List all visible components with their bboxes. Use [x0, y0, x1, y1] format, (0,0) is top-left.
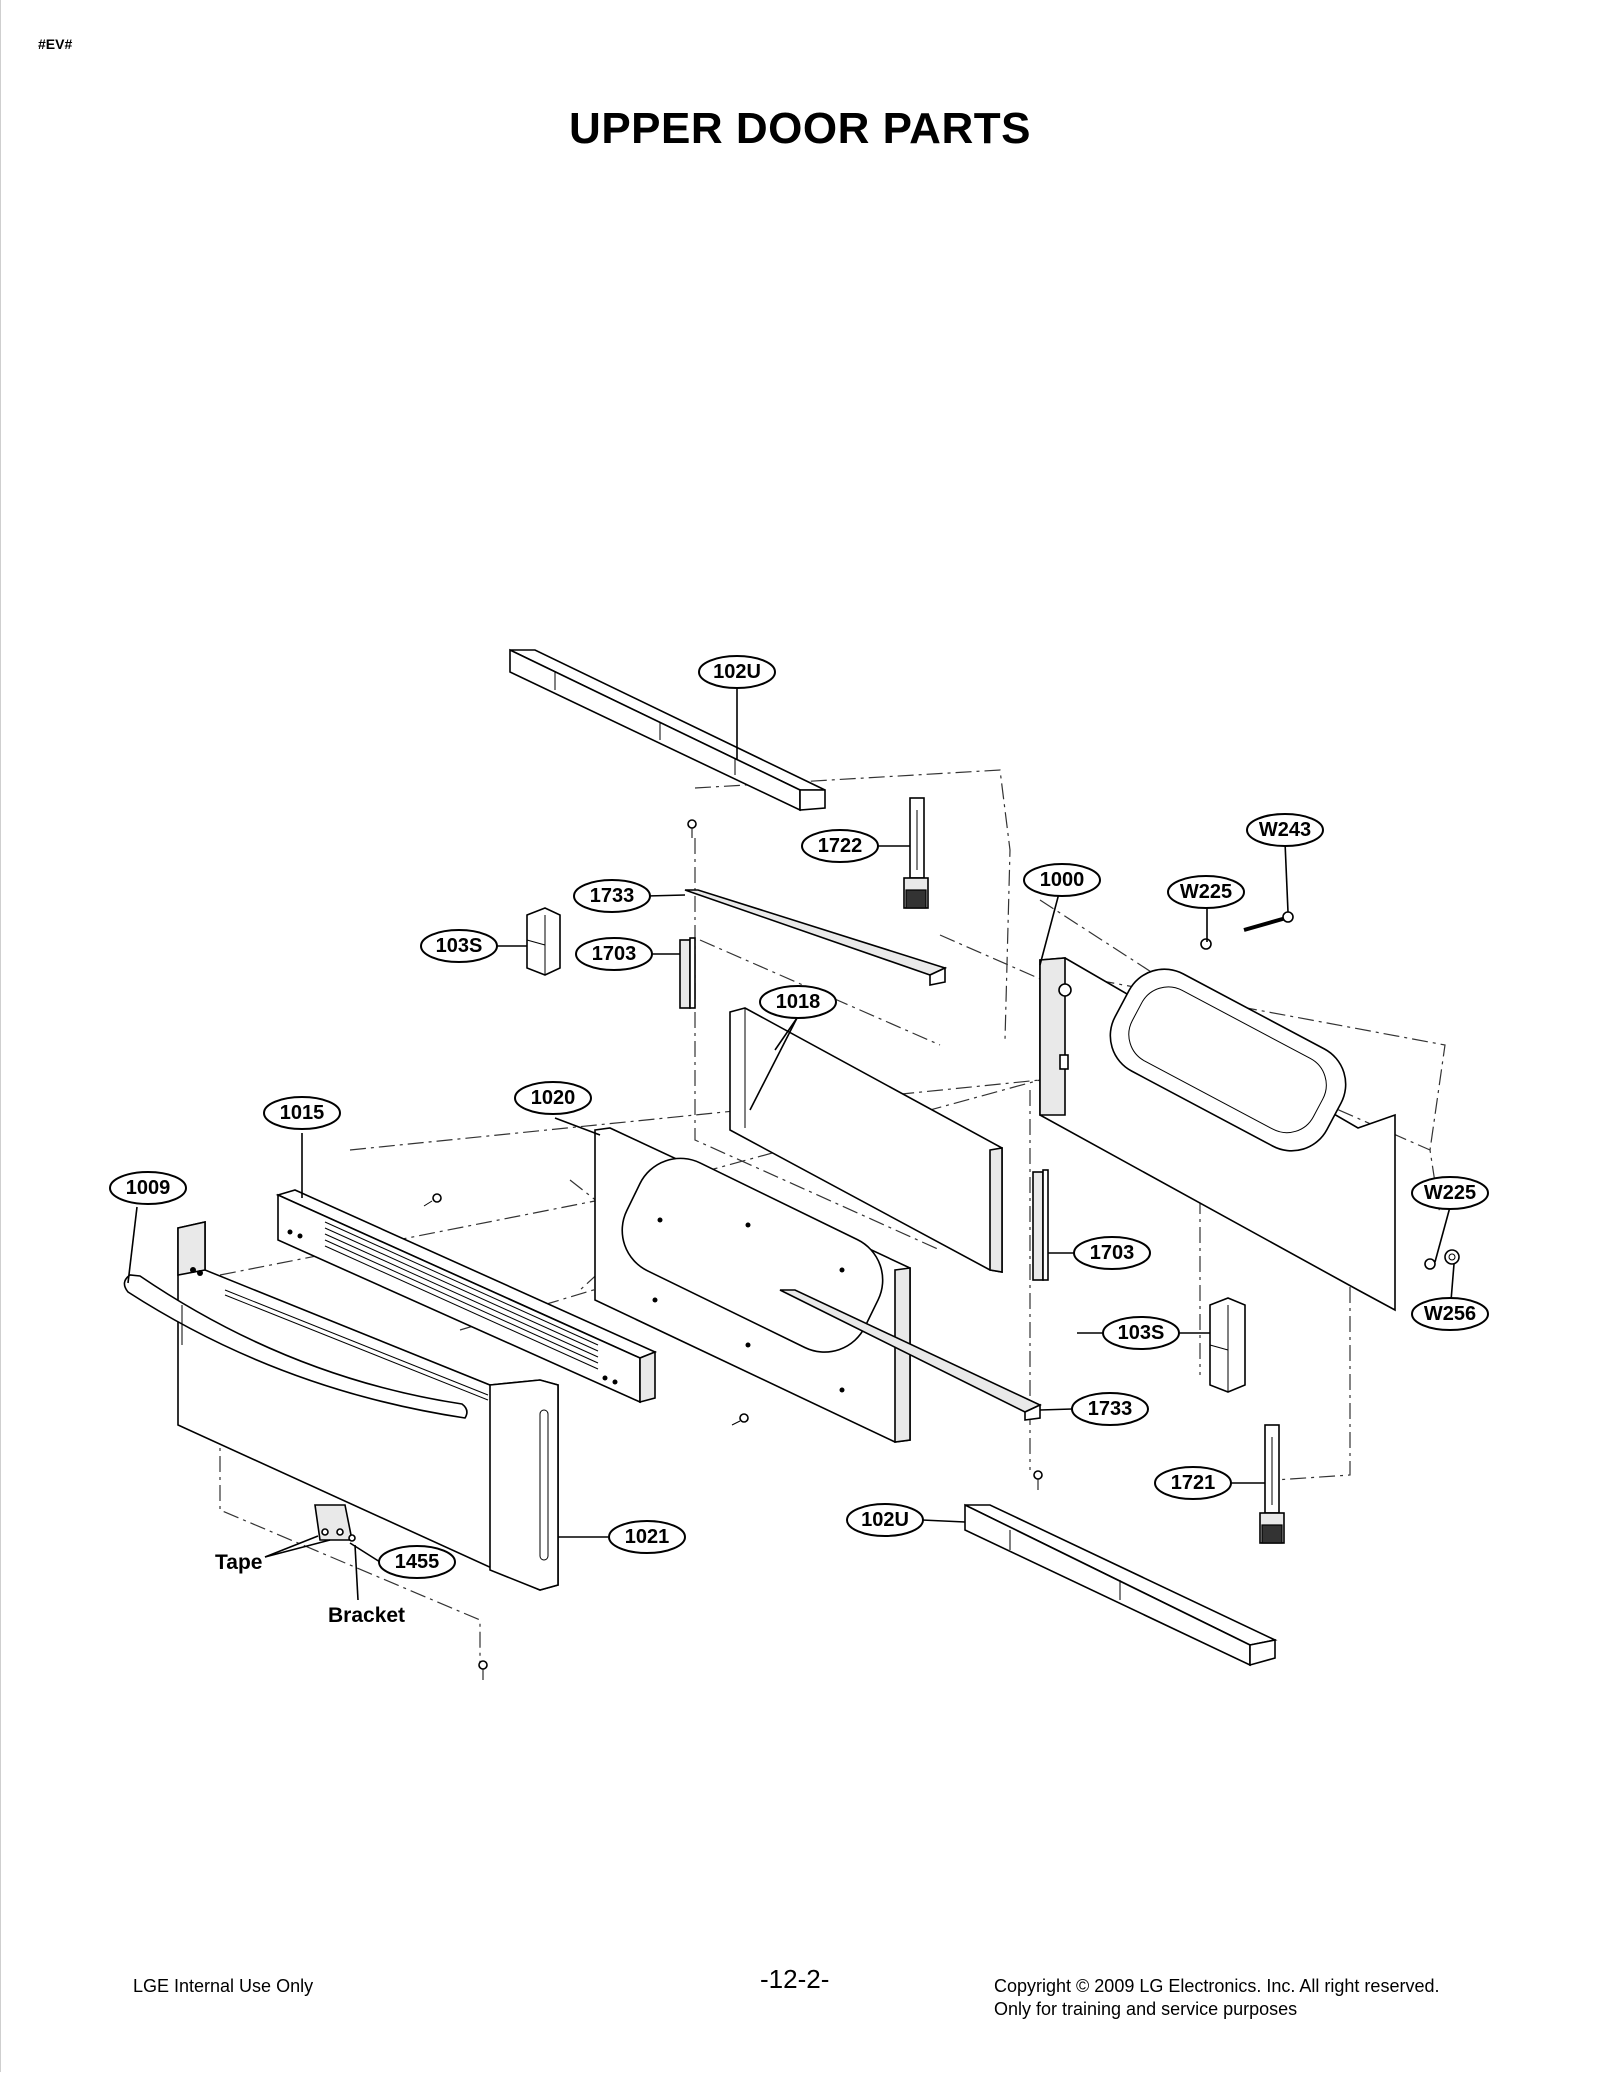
- part-102u-top-beam: [509, 648, 826, 812]
- part-w256-nut: [1444, 1249, 1460, 1265]
- part-1018-glass: [729, 1007, 1003, 1273]
- screw-top: [687, 819, 697, 838]
- screw-bottom: [478, 1660, 488, 1680]
- footer-copyright-block: Copyright © 2009 LG Electronics. Inc. Al…: [994, 1975, 1439, 2021]
- callout-1733-bottom: 1733: [1071, 1392, 1149, 1426]
- screw-right-bottom: [1033, 1470, 1043, 1490]
- part-1733-top-strip: [684, 889, 948, 986]
- footer-copyright: Copyright © 2009 LG Electronics. Inc. Al…: [994, 1976, 1440, 1996]
- callout-label: 1455: [395, 1551, 440, 1573]
- callout-1703-bottom: 1703: [1073, 1236, 1151, 1270]
- callout-label: W243: [1259, 819, 1311, 841]
- callout-label: 103S: [1118, 1322, 1165, 1344]
- part-w243-bolt: [1243, 911, 1294, 932]
- part-1703-right-strip: [1032, 1169, 1049, 1281]
- part-w225-washer-right: [1424, 1258, 1436, 1270]
- callout-label: 1000: [1040, 869, 1085, 891]
- callout-w256: W256: [1411, 1297, 1489, 1331]
- callout-103s-right: 103S: [1102, 1316, 1180, 1350]
- callout-103s-left: 103S: [420, 929, 498, 963]
- callout-label: 1733: [1088, 1398, 1133, 1420]
- page-title: UPPER DOOR PARTS: [569, 104, 1031, 153]
- callout-label: 1009: [126, 1177, 171, 1199]
- callout-1703-top: 1703: [575, 937, 653, 971]
- callout-label: 1733: [590, 885, 635, 907]
- part-1015-control-bar: [275, 1189, 658, 1404]
- callout-label: W256: [1424, 1303, 1476, 1325]
- callout-1020: 1020: [514, 1081, 592, 1115]
- callout-label: 102U: [713, 661, 761, 683]
- part-1721-hinge: [1259, 1424, 1285, 1544]
- callout-label: 1703: [1090, 1242, 1135, 1264]
- callout-label: W225: [1180, 881, 1232, 903]
- footer-purpose: Only for training and service purposes: [994, 1999, 1298, 2019]
- callout-w225-top: W225: [1167, 875, 1245, 909]
- part-1455-bracket: [314, 1504, 356, 1542]
- part-w225-washer-top: [1200, 938, 1212, 950]
- callout-label: 1703: [592, 943, 637, 965]
- part-102u-bottom-beam: [964, 1503, 1278, 1667]
- callout-1018: 1018: [759, 985, 837, 1019]
- part-1009-handle: [123, 1274, 468, 1419]
- footer-internal-use: LGE Internal Use Only: [133, 1976, 314, 1996]
- callout-102u-top: 102U: [698, 655, 776, 689]
- callout-label: 102U: [861, 1509, 909, 1531]
- document-code: #EV#: [38, 36, 73, 52]
- bracket-note: Bracket: [328, 1604, 405, 1627]
- callout-label: W225: [1424, 1182, 1476, 1204]
- callout-1021: 1021: [608, 1520, 686, 1554]
- callout-label: 1015: [280, 1102, 325, 1124]
- screw-middle-bottom: [731, 1413, 749, 1426]
- callout-102u-bottom: 102U: [846, 1503, 924, 1537]
- callout-w225-right: W225: [1411, 1176, 1489, 1210]
- callout-label: 1721: [1171, 1472, 1216, 1494]
- footer-page-number: -12-2-: [760, 1964, 830, 1994]
- part-103s-left-block: [526, 907, 561, 976]
- callout-1000: 1000: [1023, 863, 1101, 897]
- callout-1009: 1009: [109, 1171, 187, 1205]
- callout-label: 1020: [531, 1087, 576, 1109]
- callout-label: 1722: [818, 835, 863, 857]
- part-1733-bottom-strip: [779, 1289, 1042, 1421]
- callout-1455: 1455: [378, 1545, 456, 1579]
- callout-w243: W243: [1246, 813, 1324, 847]
- callout-1015: 1015: [263, 1096, 341, 1130]
- part-103s-right-block: [1209, 1297, 1246, 1393]
- callout-1733-top: 1733: [573, 879, 651, 913]
- callout-label: 1018: [776, 991, 821, 1013]
- callout-1721: 1721: [1154, 1466, 1232, 1500]
- callout-1722: 1722: [801, 829, 879, 863]
- tape-note: Tape: [215, 1551, 262, 1574]
- part-1000-door-frame: [1039, 957, 1396, 1312]
- part-1722-hinge: [903, 797, 929, 909]
- part-1021-outer-panel: [177, 1221, 559, 1591]
- callout-label: 1021: [625, 1526, 670, 1548]
- callout-label: 103S: [436, 935, 483, 957]
- part-1703-left-strip: [679, 937, 696, 1009]
- screw-middle-left: [423, 1193, 442, 1207]
